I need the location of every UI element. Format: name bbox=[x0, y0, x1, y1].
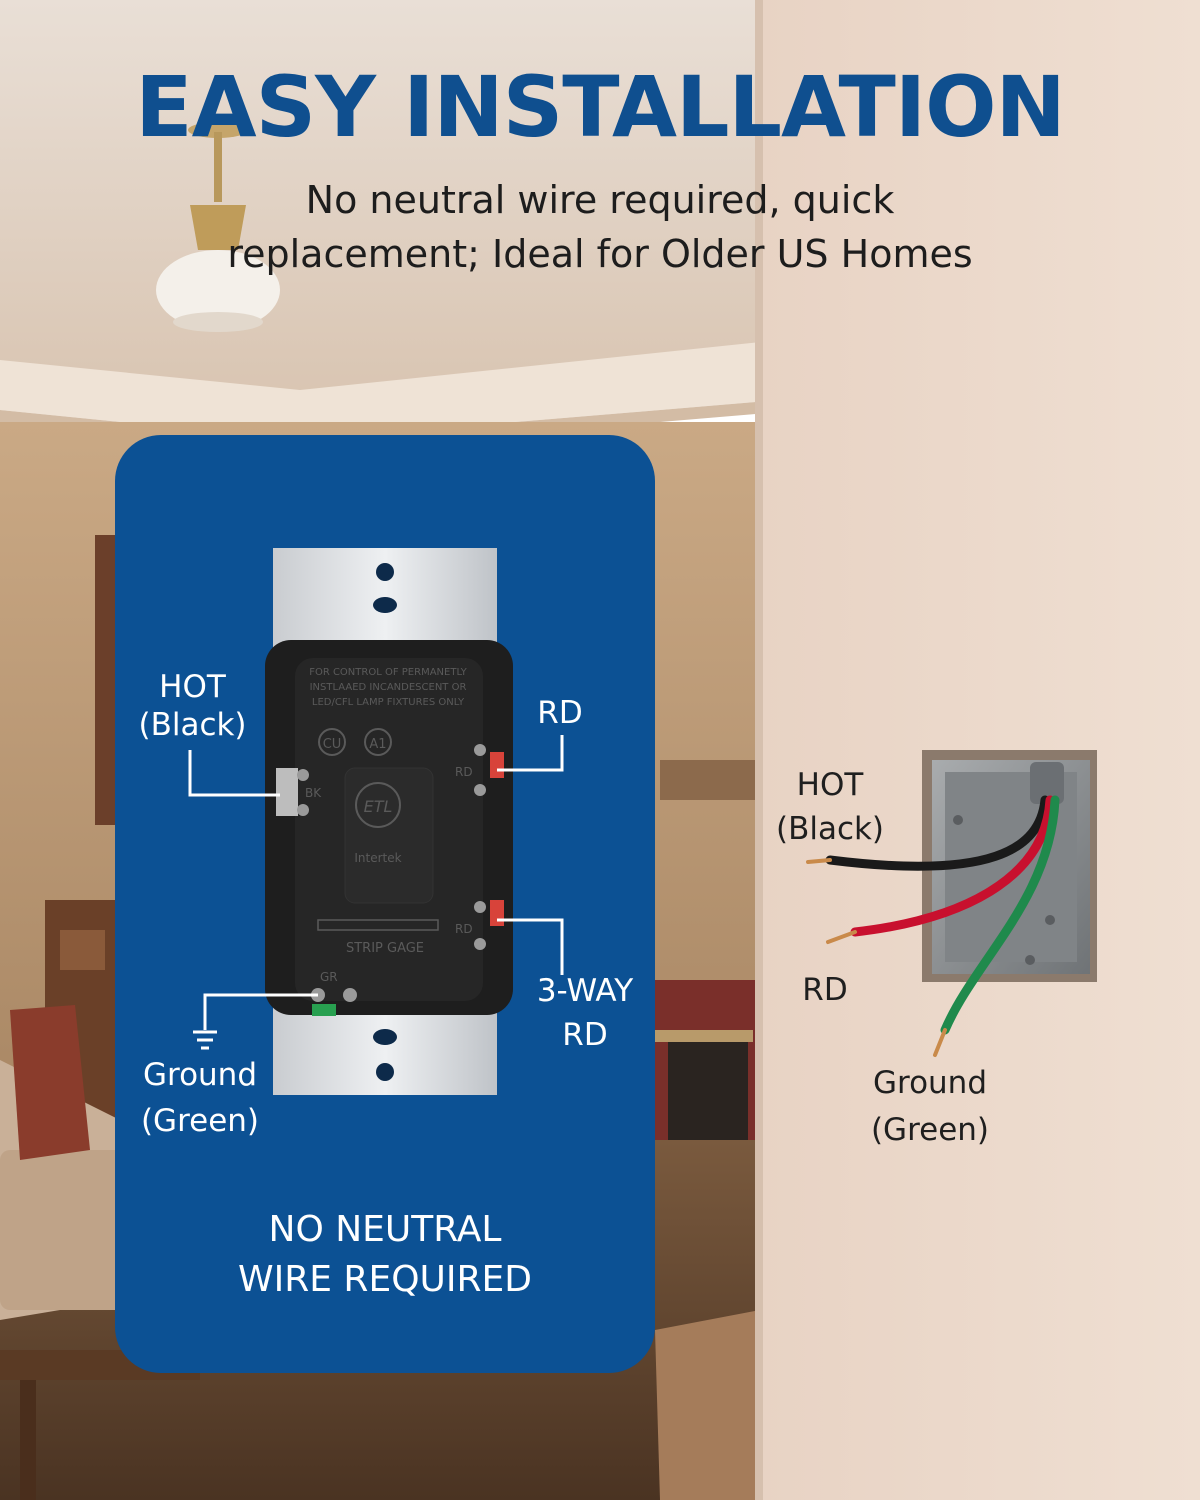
rd-terminal-label-bottom: RD bbox=[455, 922, 473, 936]
body-text-2: INSTLAAED INCANDESCENT OR bbox=[310, 682, 467, 693]
strip-gage-label: STRIP GAGE bbox=[346, 941, 424, 956]
etl-brand: Intertek bbox=[354, 851, 401, 865]
cushion bbox=[10, 1005, 90, 1160]
a1-mark bbox=[364, 728, 392, 756]
ground-wire bbox=[940, 795, 1060, 1035]
svg-text:A1: A1 bbox=[369, 737, 386, 752]
body-text-3: LED/CFL LAMP FIXTURES ONLY bbox=[312, 697, 465, 708]
bk-terminal bbox=[276, 768, 298, 816]
box-rd-label: RD bbox=[802, 972, 848, 1008]
svg-text:CU: CU bbox=[323, 737, 342, 752]
bk-terminal-label: BK bbox=[305, 786, 322, 800]
screw-hole-top bbox=[376, 563, 394, 581]
etl-logo-icon bbox=[355, 782, 401, 828]
rd-terminal-label-top: RD bbox=[455, 765, 473, 779]
rd-wire bbox=[850, 795, 1055, 937]
cable-clamp bbox=[1030, 762, 1064, 804]
hot-leader-line bbox=[188, 750, 280, 797]
ceiling-lamp bbox=[156, 122, 280, 332]
ground-label: Ground (Green) bbox=[140, 1057, 260, 1139]
gr-terminal-label: GR bbox=[320, 970, 338, 984]
cu-mark bbox=[318, 728, 346, 756]
box-ground-label: Ground (Green) bbox=[870, 1065, 990, 1148]
ground-leader-line bbox=[203, 993, 318, 1030]
strip-gage-mark bbox=[317, 919, 439, 931]
body-text-1: FOR CONTROL OF PERMANETLY bbox=[309, 667, 467, 678]
box-hot-label: HOT (Black) bbox=[775, 767, 885, 847]
rd-label: RD bbox=[537, 695, 583, 731]
threeway-leader-line bbox=[497, 918, 564, 975]
subtitle-line-1: No neutral wire required, quick bbox=[305, 178, 895, 222]
hot-label: HOT (Black) bbox=[138, 669, 247, 743]
threeway-label: 3-WAY RD bbox=[536, 973, 634, 1053]
hot-wire bbox=[825, 795, 1050, 871]
ground-symbol-icon bbox=[193, 1030, 217, 1050]
window-frame bbox=[95, 535, 117, 825]
etl-panel bbox=[344, 767, 434, 904]
subtitle-line-2: replacement; Ideal for Older US Homes bbox=[227, 232, 973, 276]
page-title: EASY INSTALLATION bbox=[135, 58, 1066, 156]
svg-text:ETL: ETL bbox=[364, 797, 393, 816]
screw-hole-bottom bbox=[376, 1063, 394, 1081]
rd-leader-line bbox=[497, 735, 564, 772]
no-neutral-note: NO NEUTRAL WIRE REQUIRED bbox=[238, 1209, 532, 1300]
